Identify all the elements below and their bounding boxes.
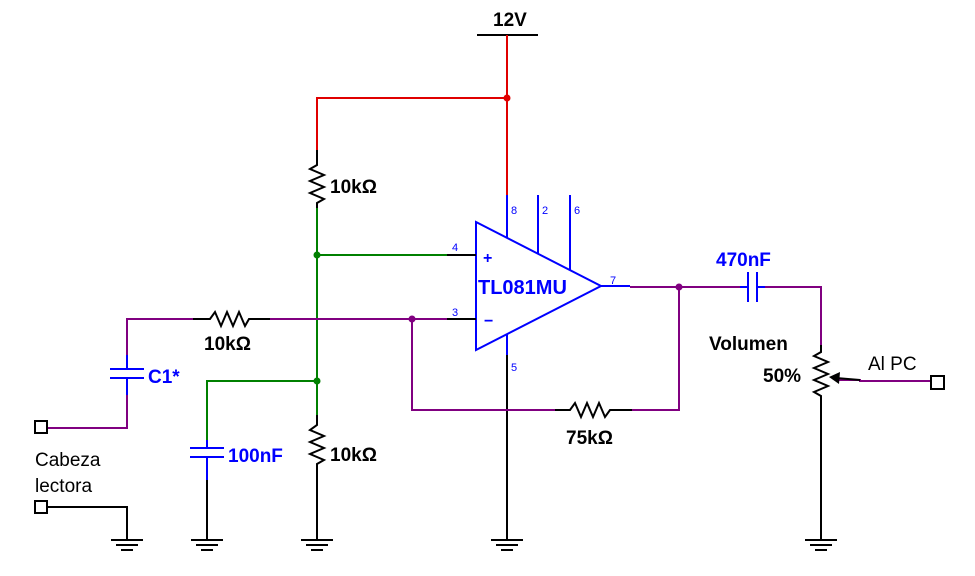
resistor-top: 10kΩ [307,150,377,208]
supply-junction [503,94,511,102]
input-terminal-box [34,420,48,434]
supply-rail: 12V [477,10,538,36]
output-junction [675,283,683,291]
opamp-pin-4: 4 [452,242,458,254]
input-terminal: Cabeza lectora [34,420,101,497]
resistor-input: 10kΩ [193,309,270,355]
output-terminal-box [930,375,945,390]
opamp-minus-sign: − [484,313,493,330]
input-label-line2: lectora [35,476,92,497]
resistor-feedback-label: 75kΩ [566,428,613,449]
opamp-pin-7: 7 [610,275,616,287]
input-label-line1: Cabeza [35,450,101,471]
ground-bias-resistor [301,539,333,551]
opamp-pin-5: 5 [511,362,517,374]
opamp-pin-6: 6 [574,205,580,217]
potentiometer-setting: 50% [763,366,801,387]
bias-wires [206,208,447,440]
supply-wires [316,35,511,195]
output-label: Al PC [868,354,917,375]
opamp-plus-sign: + [483,250,492,267]
capacitor-input-label: C1* [148,367,180,388]
capacitor-output-label: 470nF [716,250,771,271]
ground-opamp [491,539,523,551]
opamp-pin-3: 3 [452,307,458,319]
bias-junction-bottom [313,377,321,385]
capacitor-bias: 100nF [190,440,283,540]
supply-label: 12V [493,10,527,31]
opamp-label: TL081MU [478,277,567,299]
opamp-pin-8: 8 [511,205,517,217]
bias-junction-top [313,251,321,259]
capacitor-output: 470nF [716,250,771,302]
inverting-junction [408,315,416,323]
ground-terminal [34,500,128,540]
resistor-feedback: 75kΩ [555,400,632,449]
ground-potentiometer [805,539,837,551]
signal-wires [46,283,930,429]
capacitor-bias-label: 100nF [228,446,283,467]
resistor-input-label: 10kΩ [204,334,251,355]
ground-terminal-box [34,500,48,514]
resistor-bottom: 10kΩ [307,415,377,540]
opamp: + − TL081MU 4 3 7 8 2 6 5 [447,195,630,540]
opamp-pin-2: 2 [542,205,548,217]
wiper-arrow-icon [829,372,840,384]
resistor-top-label: 10kΩ [330,177,377,198]
potentiometer: Volumen 50% [709,334,861,540]
ground-bias-capacitor [191,539,223,551]
capacitor-input: C1* [110,355,180,395]
potentiometer-name: Volumen [709,334,788,355]
resistor-bottom-label: 10kΩ [330,445,377,466]
output-terminal: Al PC [868,354,945,390]
ground-input [111,539,143,551]
